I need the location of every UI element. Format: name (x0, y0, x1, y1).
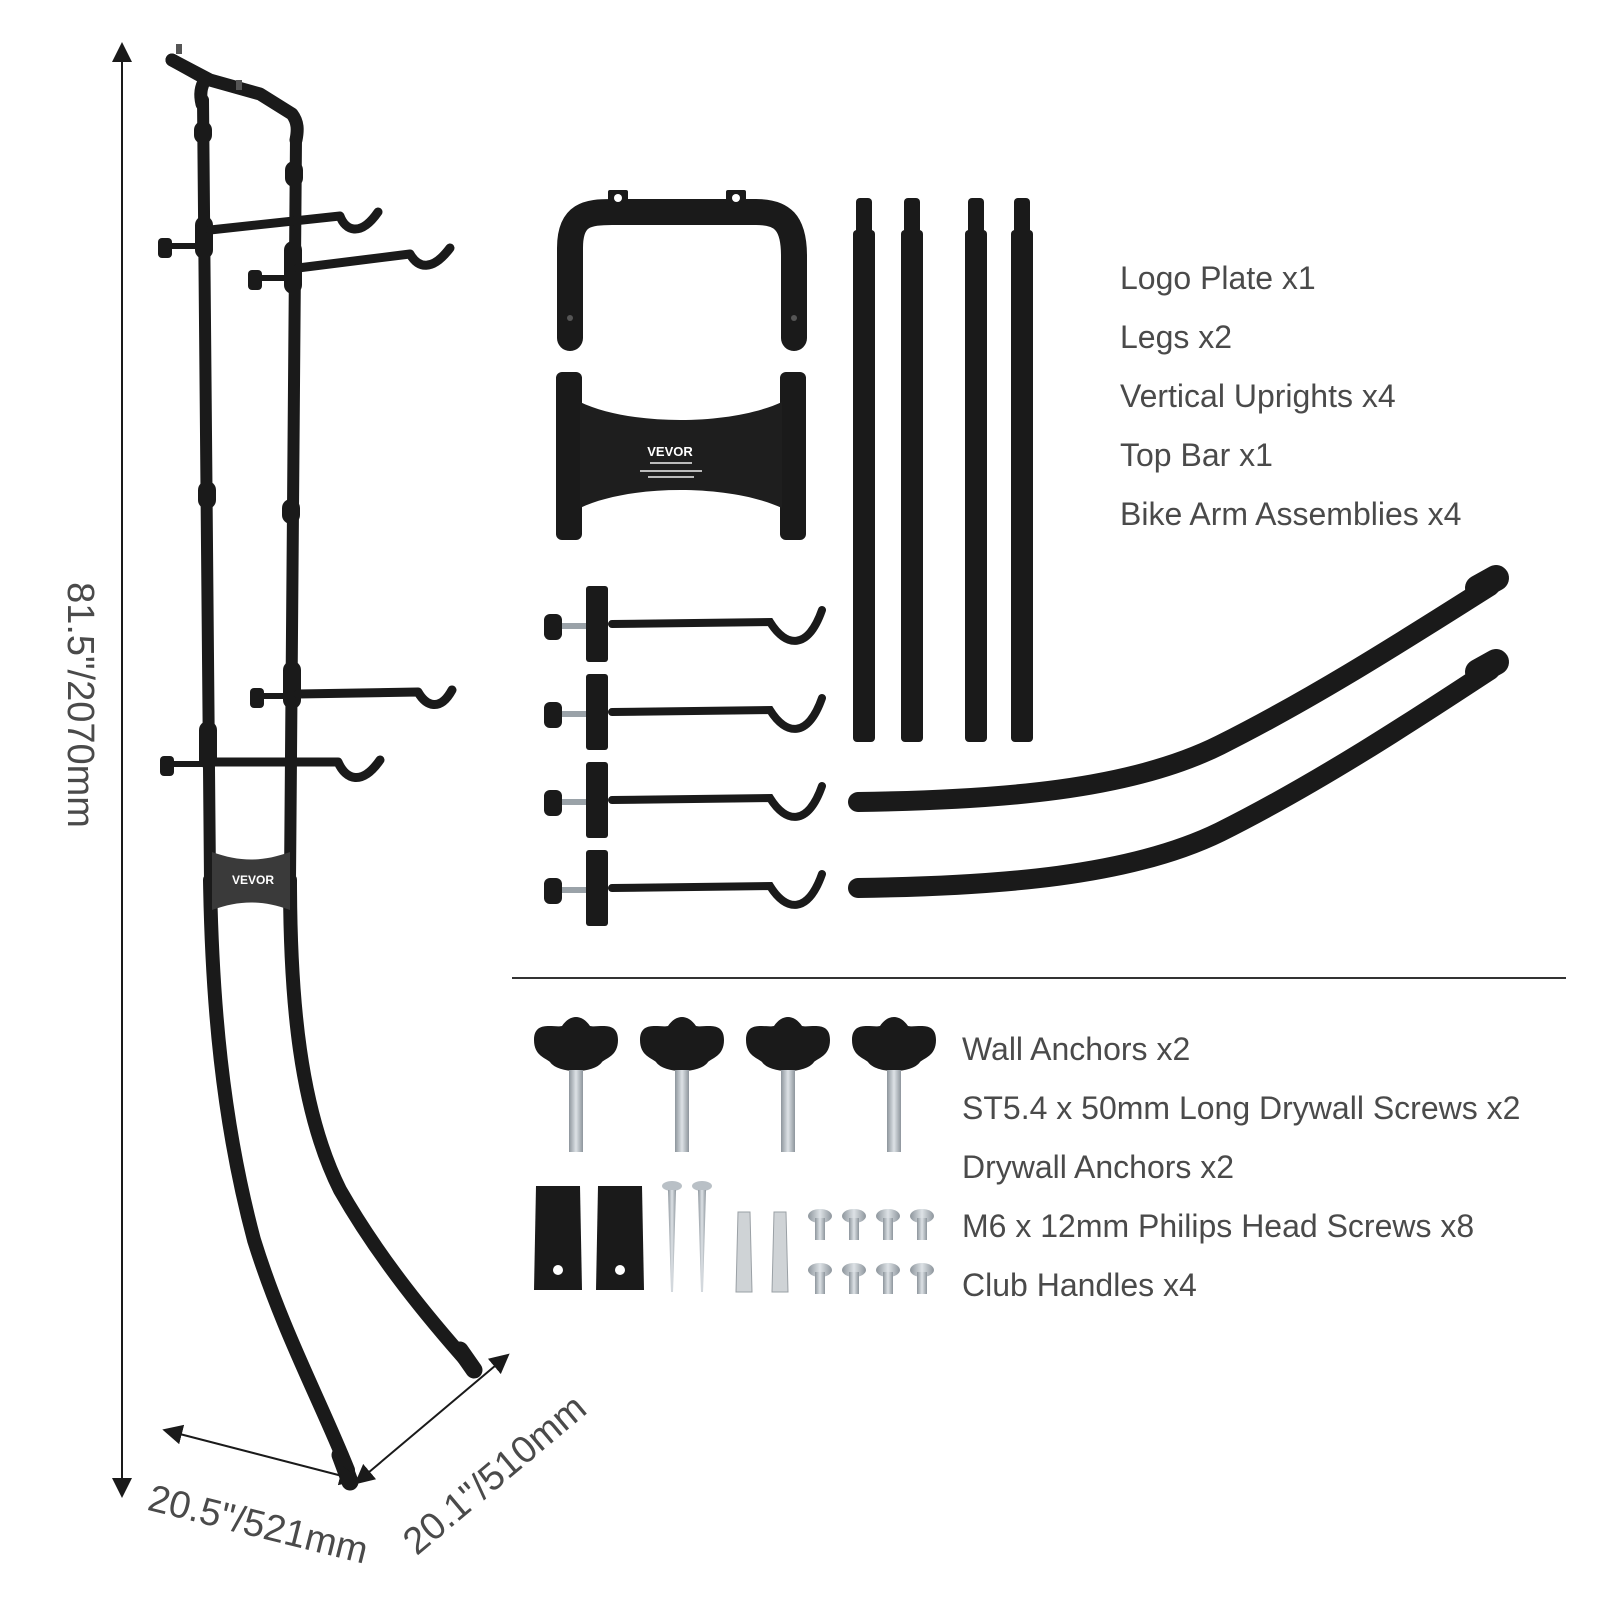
assembled-logo-plate: VEVOR (212, 852, 290, 910)
top-bar-part (557, 190, 807, 351)
part-label-vertical-uprights: Vertical Uprights x4 (1120, 378, 1396, 414)
assembled-logo-text: VEVOR (232, 873, 274, 887)
height-dimension-label: 81.5"/2070mm (59, 582, 101, 828)
philips-screws (808, 1209, 934, 1294)
part-label-bike-arm-assemblies: Bike Arm Assemblies x4 (1120, 496, 1462, 532)
assembled-rack (158, 44, 483, 1491)
part-label-club-handles: Club Handles x4 (962, 1267, 1197, 1303)
part-label-drywall-anchors: Drywall Anchors x2 (962, 1149, 1235, 1185)
bike-arm-assemblies (544, 586, 826, 926)
dimension-lines (112, 42, 510, 1498)
part-label-wall-anchors: Wall Anchors x2 (962, 1031, 1191, 1067)
part-label-logo-plate: Logo Plate x1 (1120, 260, 1316, 296)
drywall-screws (662, 1181, 712, 1292)
part-label-legs: Legs x2 (1120, 319, 1233, 355)
part-label-drywall-screws: ST5.4 x 50mm Long Drywall Screws x2 (962, 1090, 1521, 1126)
vertical-uprights (853, 198, 1033, 742)
logo-plate-part: VEVOR (556, 372, 806, 540)
logo-plate-text: VEVOR (647, 444, 693, 459)
part-label-philips-screws: M6 x 12mm Philips Head Screws x8 (962, 1208, 1475, 1244)
wall-anchors (534, 1186, 644, 1290)
part-label-top-bar: Top Bar x1 (1120, 437, 1273, 473)
legs-part (848, 565, 1509, 898)
club-handles (534, 1017, 936, 1152)
drywall-anchors (735, 1211, 789, 1293)
